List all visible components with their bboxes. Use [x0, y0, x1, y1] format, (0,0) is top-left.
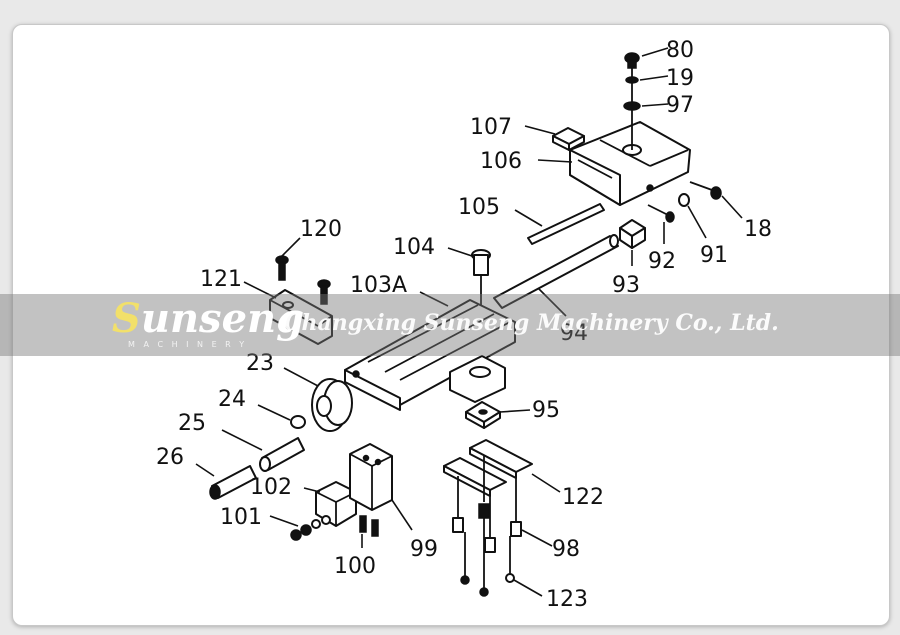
- callout-25: 25: [178, 411, 206, 436]
- callout-93: 93: [612, 273, 640, 298]
- callout-92: 92: [648, 249, 676, 274]
- callout-123: 123: [546, 587, 588, 612]
- callout-120: 120: [300, 217, 342, 242]
- part-105-gib: [527, 203, 605, 245]
- watermark-logo-rest: unseng: [140, 295, 305, 342]
- callout-100: 100: [334, 554, 376, 579]
- watermark-company-name: Changxing Sunseng Machinery Co., Ltd.: [284, 310, 779, 336]
- part-101-screws: [290, 515, 331, 541]
- watermark-logo-subtitle: M A C H I N E R Y: [128, 340, 248, 349]
- watermark-banner: [0, 294, 900, 356]
- callout-94: 94: [560, 321, 588, 346]
- part-18-screw: [689, 181, 722, 200]
- part-121-bracket: [269, 289, 333, 345]
- callout-101: 101: [220, 505, 262, 530]
- callout-99: 99: [410, 537, 438, 562]
- callout-26: 26: [156, 445, 184, 470]
- part-122-plates: [443, 439, 533, 538]
- callout-24: 24: [218, 387, 246, 412]
- part-91-pin: [678, 193, 690, 207]
- part-98-screws: [452, 503, 522, 553]
- callout-80: 80: [666, 38, 694, 63]
- callout-23: 23: [246, 351, 274, 376]
- watermark-logo: Sunseng: [112, 294, 304, 344]
- leader-lines: [195, 47, 743, 597]
- callout-104: 104: [393, 235, 435, 260]
- callout-105: 105: [458, 195, 500, 220]
- part-95-nut: [465, 401, 501, 429]
- callout-122: 122: [562, 485, 604, 510]
- watermark-logo-initial: S: [112, 295, 141, 342]
- callout-107: 107: [470, 115, 512, 140]
- callout-91: 91: [700, 243, 728, 268]
- callout-102: 102: [250, 475, 292, 500]
- part-94-shaft: [493, 234, 619, 309]
- part-123-nuts: [460, 518, 515, 597]
- part-92-screw: [647, 204, 675, 223]
- part-93-nut: [619, 219, 646, 249]
- callout-19: 19: [666, 66, 694, 91]
- part-99-bracket: [349, 443, 393, 511]
- part-26-handle: [209, 465, 257, 500]
- callout-103a: 103A: [350, 273, 407, 298]
- callout-97: 97: [666, 93, 694, 118]
- callout-121: 121: [200, 267, 242, 292]
- callout-95: 95: [532, 398, 560, 423]
- part-100-screws: [359, 515, 379, 537]
- part-80-screw: [624, 52, 640, 69]
- part-107-block: [552, 127, 585, 151]
- callout-18: 18: [744, 217, 772, 242]
- part-25-sleeve: [259, 437, 305, 472]
- part-103a-cross-slide: [344, 299, 516, 411]
- part-24-nut: [290, 415, 306, 429]
- callout-98: 98: [552, 537, 580, 562]
- part-106-top-slide: [569, 121, 691, 206]
- part-120-screw: [275, 255, 331, 305]
- part-23-dial: [311, 378, 353, 432]
- callout-106: 106: [480, 149, 522, 174]
